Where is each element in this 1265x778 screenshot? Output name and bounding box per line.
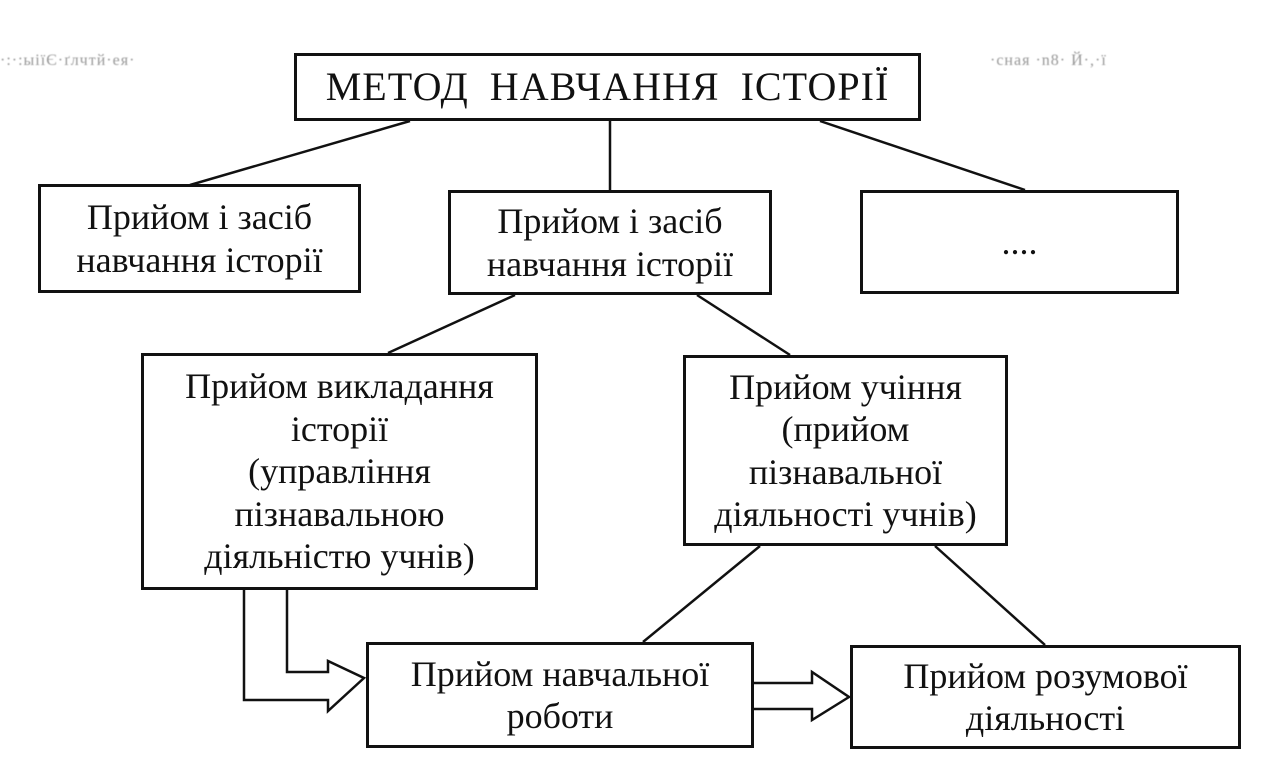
- node-technique-means-center-label: Прийом і засіб навчання історії: [486, 201, 734, 284]
- node-ellipsis-label: ....: [1001, 221, 1038, 262]
- node-mental-activity-technique: Прийом розумової діяльності: [850, 645, 1241, 749]
- edge-center-learning: [696, 293, 791, 357]
- node-method-title-label: МЕТОД НАВЧАННЯ ІСТОРІЇ: [325, 64, 890, 110]
- scan-noise-left: ·:·:ыіїЄ·ґлчтй·ея·: [0, 52, 136, 69]
- double-arrow-study-to-mental: [754, 669, 852, 723]
- edge-title-right: [819, 119, 1026, 192]
- node-teaching-technique: Прийом викладання історії (управління пі…: [141, 353, 538, 590]
- node-mental-activity-technique-label: Прийом розумової діяльності: [903, 655, 1188, 738]
- double-arrow-teaching-to-study: [242, 590, 367, 714]
- scan-noise-right: ·сная ·n8· Й·,·ї: [990, 52, 1107, 69]
- node-technique-means-left: Прийом і засіб навчання історії: [38, 184, 361, 293]
- node-technique-means-left-label: Прийом і засіб навчання історії: [76, 197, 323, 280]
- edge-learning-study: [642, 545, 761, 643]
- node-ellipsis: ....: [860, 190, 1179, 294]
- node-learning-technique: Прийом учіння (прийом пізнавальної діяль…: [683, 355, 1008, 546]
- node-method-title: МЕТОД НАВЧАННЯ ІСТОРІЇ: [294, 53, 921, 121]
- node-teaching-technique-label: Прийом викладання історії (управління пі…: [185, 366, 494, 577]
- edge-learning-mental: [934, 545, 1046, 646]
- edge-center-teaching: [387, 293, 516, 355]
- node-study-work-technique: Прийом навчальної роботи: [366, 642, 754, 748]
- edge-title-left: [189, 119, 411, 187]
- node-learning-technique-label: Прийом учіння (прийом пізнавальної діяль…: [714, 366, 977, 534]
- node-technique-means-center: Прийом і засіб навчання історії: [448, 190, 772, 295]
- node-study-work-technique-label: Прийом навчальної роботи: [410, 653, 710, 736]
